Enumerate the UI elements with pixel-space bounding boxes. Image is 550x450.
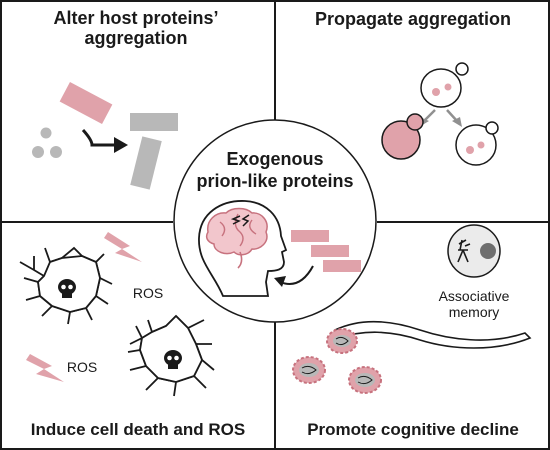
memory-circle [447, 224, 501, 278]
aggregate-cluster [348, 366, 382, 394]
odor-dot [480, 243, 496, 259]
memory-label-line: Associative [438, 288, 510, 304]
yeast-bud [455, 62, 469, 76]
memory-label-line: memory [448, 304, 500, 320]
center-title-line: prion-like proteins [196, 171, 354, 191]
center-title-line: Exogenous [226, 149, 324, 169]
gray-aggregate-stem [130, 136, 162, 190]
yeast-bud-aggregated [406, 113, 424, 131]
panel-title-cell-death: Induce cell death and ROS [30, 420, 246, 439]
human-head [198, 200, 288, 297]
brain-stem [237, 251, 243, 269]
arrow-right-down [446, 109, 458, 122]
associative-memory-label: Associative memory [412, 288, 536, 320]
arrow-head [452, 117, 462, 127]
prion-dot [477, 141, 485, 149]
skull-icon [164, 350, 182, 369]
gray-particle [40, 127, 52, 139]
panel-title-line: Alter host proteins’ [53, 8, 219, 28]
aggregate-scribble [230, 214, 250, 227]
cell-body [139, 314, 203, 383]
prion-dot [466, 146, 474, 154]
yeast-cell-aggregated [381, 120, 421, 160]
dying-cell-2 [127, 314, 215, 397]
panel-title-line: aggregation [84, 28, 188, 48]
prion-dot [432, 88, 440, 96]
panel-title-alter-host: Alter host proteins’ aggregation [10, 8, 262, 48]
yeast-cell-parent [420, 68, 462, 108]
aggregate-cluster [292, 356, 326, 384]
c-elegans-worm [333, 320, 532, 349]
protein-bar [291, 230, 329, 242]
ros-label: ROS [66, 359, 98, 375]
center-title: Exogenous prion-like proteins [185, 148, 365, 192]
yeast-bud [485, 121, 499, 135]
gray-particle [32, 146, 44, 158]
curved-arrow [81, 128, 120, 147]
lightning-bolt [26, 354, 64, 382]
chemical-glyph [457, 239, 471, 263]
arrow-head [274, 276, 286, 287]
protein-bar [323, 260, 361, 272]
prion-protein-stack [274, 230, 361, 287]
yeast-propagation [381, 62, 499, 166]
lightning-bolt [104, 232, 142, 262]
prion-dot [444, 83, 452, 91]
pink-protein-bar [59, 82, 113, 124]
panel-title-propagate: Propagate aggregation [314, 9, 512, 29]
protein-bar [311, 245, 349, 257]
panel-title-cognitive: Promote cognitive decline [307, 420, 519, 439]
aggregate-cluster [326, 328, 358, 354]
ros-label: ROS [132, 285, 164, 301]
yeast-cell-daughter [455, 124, 497, 166]
gray-particle [50, 146, 62, 158]
arrow-head [114, 137, 128, 153]
arrow-left-down [423, 109, 436, 122]
memory-cue [447, 224, 501, 278]
skull-icon [58, 279, 76, 298]
aggregation-illustration [32, 82, 178, 190]
ros-bolt [26, 232, 142, 382]
gray-aggregate-top [130, 113, 178, 131]
aggregate-clusters [292, 328, 382, 394]
